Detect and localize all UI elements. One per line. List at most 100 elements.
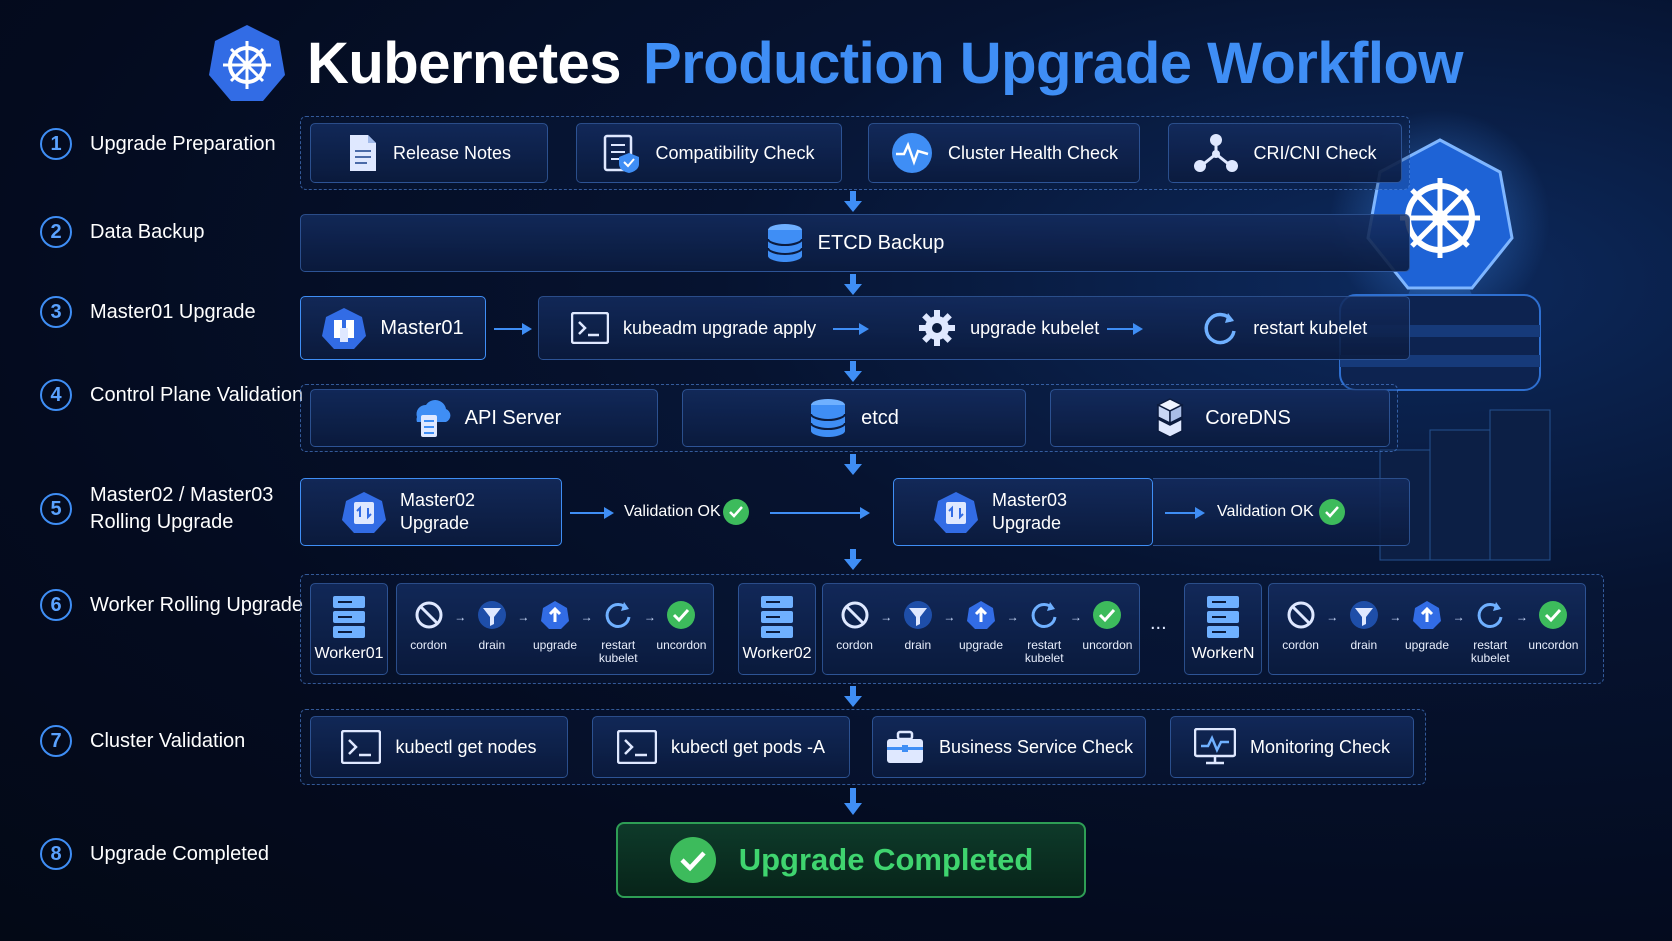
cluster-health-check-box: Cluster Health Check [868, 123, 1140, 183]
worker-step: upgrade [1401, 600, 1452, 652]
check-icon [666, 600, 696, 635]
step-label: Cluster Validation [90, 729, 246, 752]
worker-steps: cordon→drain→upgrade→restart kubelet→unc… [1268, 583, 1586, 675]
step-label: Worker Rolling Upgrade [90, 593, 304, 616]
title-kubernetes: Kubernetes [306, 30, 622, 96]
arrow-connector: → [517, 610, 530, 624]
worker-step-label: drain [904, 638, 932, 652]
filter-icon [1349, 600, 1379, 635]
kubectl-get-pods-box: kubectl get pods -A [592, 716, 850, 778]
arrow-connector: → [1069, 610, 1082, 624]
step-number: 7 [40, 725, 72, 757]
step-number: 2 [40, 216, 72, 248]
database-icon [810, 399, 847, 437]
master-upgrade-icon [934, 492, 978, 533]
api-server-label: API Server [464, 406, 562, 429]
monitoring-check-label: Monitoring Check [1249, 736, 1391, 757]
master01-box: Master01 [300, 296, 486, 360]
step-number: 4 [40, 379, 72, 411]
worker-step: drain [892, 600, 943, 652]
worker-step-label: drain [478, 638, 506, 652]
worker-step: uncordon [656, 600, 707, 652]
down-arrow-icon [844, 788, 862, 815]
terminal-icon [616, 730, 657, 764]
worker-step: upgrade [955, 600, 1006, 652]
terminal-icon [571, 312, 609, 344]
master02-label: Master02 Upgrade [400, 490, 476, 533]
compatibility-check-label: Compatibility Check [655, 142, 815, 163]
restart-icon [1475, 600, 1505, 635]
down-arrow-icon [844, 274, 862, 295]
worker-step-label: restart kubelet [1024, 638, 1064, 665]
worker-step-label: restart kubelet [1470, 638, 1510, 665]
cordon-icon [840, 600, 870, 635]
worker-step: cordon [403, 600, 454, 652]
worker-step-label: uncordon [1528, 638, 1579, 652]
master01-label: Master01 [380, 316, 464, 339]
upgrade-completed-banner: Upgrade Completed [616, 822, 1086, 898]
arrow-connector [570, 507, 614, 519]
arrow-connector: → [580, 610, 593, 624]
kubectl-get-nodes-label: kubectl get nodes [395, 736, 537, 757]
action-upgrade-kubelet: upgrade kubelet [918, 309, 1099, 347]
worker-step: uncordon [1082, 600, 1133, 652]
compatibility-check-box: Compatibility Check [576, 123, 842, 183]
arrow-connector: → [880, 610, 893, 624]
arrow-connector: → [1006, 610, 1019, 624]
step-label: Master01 Upgrade [90, 300, 256, 323]
action-label: upgrade kubelet [970, 317, 1100, 338]
worker-step: restart kubelet [1465, 600, 1516, 665]
worker-step-label: drain [1350, 638, 1378, 652]
worker-step-label: uncordon [656, 638, 707, 652]
etcd-label: etcd [861, 406, 899, 429]
worker-steps: cordon→drain→upgrade→restart kubelet→unc… [396, 583, 714, 675]
restart-icon [603, 600, 633, 635]
worker-step: cordon [829, 600, 880, 652]
arrow-connector: → [454, 610, 467, 624]
arrow-connector [1107, 323, 1143, 335]
etcd-backup-label: ETCD Backup [817, 231, 945, 254]
arrow-connector: → [643, 610, 656, 624]
etcd-box: etcd [682, 389, 1026, 447]
arrow-connector: → [1326, 610, 1339, 624]
worker-node: WorkerN [1184, 583, 1262, 675]
worker-node-label: Worker01 [314, 645, 384, 662]
validation-ok-label: Validation OK [624, 503, 721, 520]
step-number: 6 [40, 589, 72, 621]
cri-cni-check-box: CRI/CNI Check [1168, 123, 1402, 183]
worker-step-label: restart kubelet [598, 638, 638, 665]
master-node-icon [322, 308, 367, 349]
release-notes-box: Release Notes [310, 123, 548, 183]
release-notes-label: Release Notes [392, 142, 512, 163]
action-kubeadm: kubeadm upgrade apply [571, 312, 816, 344]
arrow-connector [770, 507, 870, 519]
arrow-connector: → [1452, 610, 1465, 624]
cordon-icon [1286, 600, 1316, 635]
coredns-box: CoreDNS [1050, 389, 1390, 447]
worker-step: uncordon [1528, 600, 1579, 652]
action-label: restart kubelet [1253, 317, 1368, 338]
heartbeat-icon [891, 133, 932, 173]
title-workflow: Production Upgrade Workflow [643, 30, 1464, 96]
worker-node-label: Worker02 [742, 645, 812, 662]
check-icon [1538, 600, 1568, 635]
cluster-health-check-label: Cluster Health Check [947, 142, 1119, 163]
action-label: kubeadm upgrade apply [623, 317, 817, 338]
api-server-box: API Server [310, 389, 658, 447]
cordon-icon [414, 600, 444, 635]
down-arrow-icon [844, 549, 862, 570]
down-arrow-icon [844, 686, 862, 707]
step-7: 7 Cluster Validation [40, 725, 245, 757]
cri-cni-check-label: CRI/CNI Check [1253, 142, 1377, 163]
worker-node-label: WorkerN [1191, 645, 1255, 662]
upload-icon [966, 600, 996, 635]
check-circle-icon [723, 499, 749, 525]
kubectl-get-nodes-box: kubectl get nodes [310, 716, 568, 778]
database-icon [766, 224, 803, 262]
down-arrow-icon [844, 361, 862, 382]
briefcase-icon [886, 730, 923, 763]
